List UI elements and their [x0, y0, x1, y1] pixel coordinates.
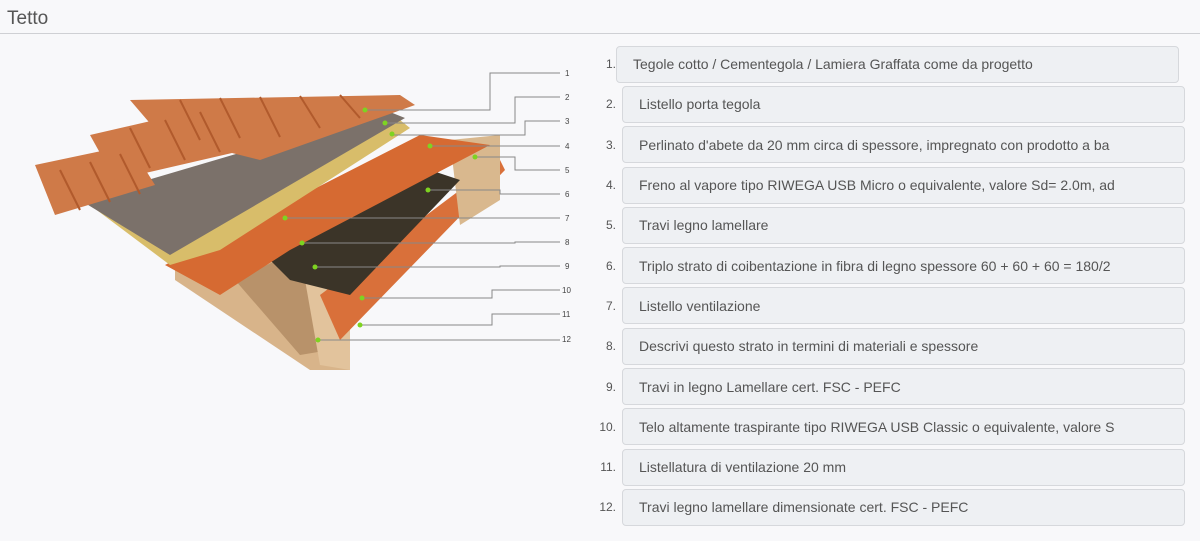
layer-number: 12.: [599, 500, 616, 515]
title-bar: [0, 0, 1200, 34]
layer-row-2: 2. Listello porta tegola: [596, 84, 1186, 124]
callout-1: 1: [565, 69, 570, 78]
callout-2: 2: [565, 93, 570, 102]
layer-number: 8.: [605, 339, 616, 354]
layer-input-2[interactable]: Listello porta tegola: [622, 85, 1185, 123]
layer-number: 6.: [605, 258, 616, 273]
layer-row-1: 1.Tegole cotto / Cementegola / Lamiera G…: [596, 44, 1186, 84]
layer-row-7: 7. Listello ventilazione: [596, 286, 1186, 326]
callout-3: 3: [565, 117, 570, 126]
layer-input-5[interactable]: Travi legno lamellare: [622, 206, 1185, 244]
layer-number: 5.: [605, 218, 616, 233]
callout-10: 10: [562, 286, 571, 295]
layer-row-3: 3. Perlinato d'abete da 20 mm circa di sp…: [596, 125, 1186, 165]
layer-number: 3.: [605, 137, 616, 152]
callout-8: 8: [565, 238, 570, 247]
layer-row-5: 5. Travi legno lamellare: [596, 205, 1186, 245]
layer-input-10[interactable]: Telo altamente traspirante tipo RIWEGA U…: [622, 408, 1185, 446]
roof-section-diagram: 1 2 3 4 5 6 7 8 9 10 11 12: [20, 50, 590, 370]
layer-row-10: 10. Telo altamente traspirante tipo RIWEG…: [596, 407, 1186, 447]
layer-list: 1.Tegole cotto / Cementegola / Lamiera G…: [596, 44, 1186, 528]
callout-9: 9: [565, 262, 570, 271]
layer-input-4[interactable]: Freno al vapore tipo RIWEGA USB Micro o …: [622, 166, 1185, 204]
layer-number: 2.: [605, 97, 616, 112]
layer-number: 1.: [605, 57, 616, 72]
layer-number: 4.: [605, 178, 616, 193]
callout-7: 7: [565, 214, 570, 223]
layer-row-6: 6. Triplo strato di coibentazione in fibr…: [596, 245, 1186, 285]
layer-input-7[interactable]: Listello ventilazione: [622, 287, 1185, 325]
callout-12: 12: [562, 335, 571, 344]
title-input[interactable]: [7, 8, 407, 30]
layer-input-12[interactable]: Travi legno lamellare dimensionate cert.…: [622, 488, 1185, 526]
layer-row-4: 4. Freno al vapore tipo RIWEGA USB Micro …: [596, 165, 1186, 205]
layer-number: 10.: [599, 419, 616, 434]
layer-input-11[interactable]: Listellatura di ventilazione 20 mm: [622, 448, 1185, 486]
callout-5: 5: [565, 166, 570, 175]
layer-row-8: 8. Descrivi questo strato in termini di m…: [596, 326, 1186, 366]
layer-input-8[interactable]: Descrivi questo strato in termini di mat…: [622, 327, 1185, 365]
layer-row-11: 11. Listellatura di ventilazione 20 mm: [596, 447, 1186, 487]
callout-4: 4: [565, 142, 570, 151]
layer-number: 9.: [605, 379, 616, 394]
callout-6: 6: [565, 190, 570, 199]
callout-11: 11: [562, 310, 571, 319]
layer-input-1[interactable]: Tegole cotto / Cementegola / Lamiera Gra…: [616, 45, 1179, 83]
layer-number: 11.: [600, 460, 616, 475]
layer-input-6[interactable]: Triplo strato di coibentazione in fibra …: [622, 247, 1185, 285]
layer-row-12: 12. Travi legno lamellare dimensionate ce…: [596, 487, 1186, 527]
layer-row-9: 9. Travi in legno Lamellare cert. FSC - P…: [596, 366, 1186, 406]
layer-input-3[interactable]: Perlinato d'abete da 20 mm circa di spes…: [622, 126, 1185, 164]
layer-input-9[interactable]: Travi in legno Lamellare cert. FSC - PEF…: [622, 368, 1185, 406]
layer-number: 7.: [605, 298, 616, 313]
